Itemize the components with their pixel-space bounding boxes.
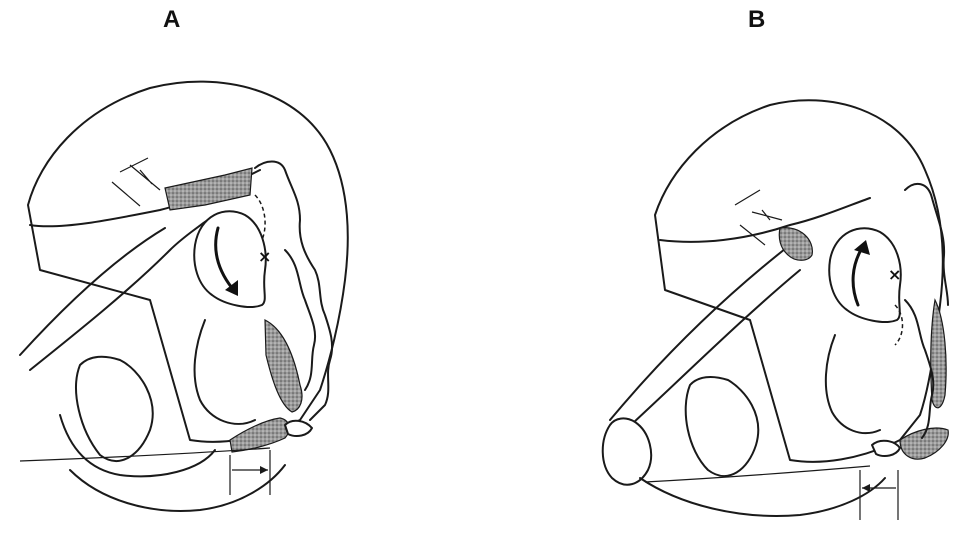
panel-b-cross-marker: ×: [888, 265, 901, 284]
panel-a-cross-marker: ×: [258, 247, 271, 266]
panel-a-fragment: [285, 421, 312, 436]
panel-b-measure-arrowhead: [862, 484, 870, 492]
panel-b-fragment: [872, 441, 900, 456]
panel-a-measure-lower: [230, 450, 270, 495]
panel-b-horizontal-line: [645, 466, 870, 482]
panel-a-drawing: [20, 82, 348, 511]
panel-b-lower-outline: [640, 478, 885, 516]
panel-b-obturator-foramen: [686, 377, 759, 476]
panel-a-horizontal-line: [20, 448, 270, 461]
panel-a-obturator-foramen: [76, 357, 153, 461]
panel-a-measure-arrowhead: [260, 466, 268, 474]
panel-b-measure-lower: [860, 470, 898, 520]
panel-b-shade-base: [900, 428, 948, 459]
panel-b-drawing: [603, 100, 949, 520]
panel-b-pubic-end: [603, 418, 651, 484]
